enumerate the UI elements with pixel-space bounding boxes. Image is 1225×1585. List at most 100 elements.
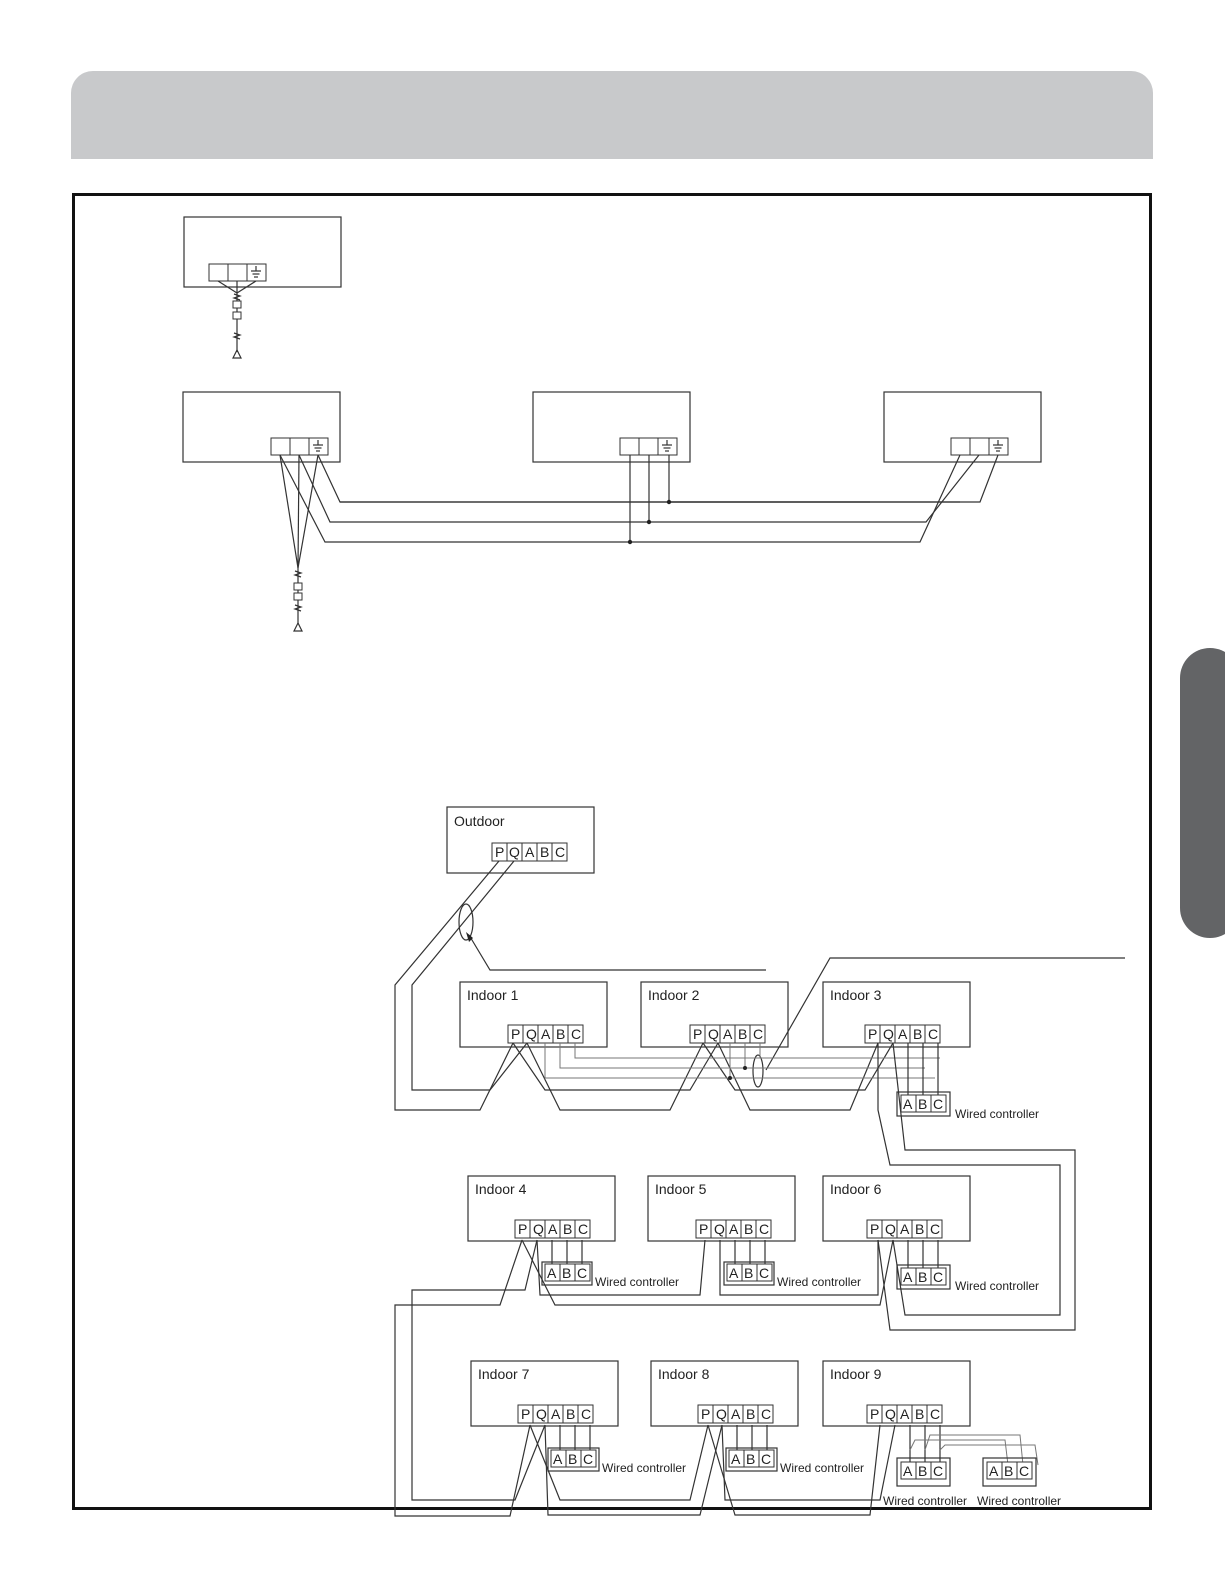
svg-text:B: B [746, 1451, 755, 1467]
terminal-label: Q [714, 1221, 725, 1237]
outdoor-terminal-block: P Q A B C [491, 842, 568, 862]
terminal-label: B [746, 1406, 755, 1422]
terminal-label: A [900, 1406, 910, 1422]
terminal-label: C [761, 1406, 771, 1422]
indoor-box [467, 1175, 616, 1242]
terminal-cell [755, 1219, 772, 1239]
svg-text:C: C [1019, 1463, 1029, 1479]
svg-text:C: C [577, 1265, 587, 1281]
indoor-label: Indoor 6 [830, 1181, 882, 1197]
shielded-wire-marker [752, 1054, 764, 1088]
terminal-label: Q [708, 1026, 719, 1042]
terminal-cell [577, 1404, 594, 1424]
terminal-label: P [870, 1221, 879, 1237]
svg-text:A: A [903, 1269, 913, 1285]
svg-text:C: C [761, 1451, 771, 1467]
shielded-wire-marker [458, 903, 474, 941]
controller-indoor-9-b: A B C Wired controller [977, 1457, 1061, 1508]
ground-icon [993, 440, 1003, 452]
svg-text:B: B [918, 1096, 927, 1112]
power-unit-c [883, 391, 1042, 463]
wired-controller-label: Wired controller [955, 1107, 1039, 1121]
wired-controller-label: Wired controller [780, 1461, 864, 1475]
ground-icon [313, 440, 323, 452]
power-bus-wires [279, 454, 999, 632]
svg-text:B: B [918, 1269, 927, 1285]
terminal-label: C [759, 1221, 769, 1237]
terminal-label: P [521, 1406, 530, 1422]
controller-indoor-4: A B C Wired controller [541, 1240, 679, 1289]
controller-indoor-9-a: A B C Wired controller [883, 1425, 1039, 1508]
terminal-label: C [581, 1406, 591, 1422]
svg-text:C: C [933, 1096, 943, 1112]
terminal-label: C [930, 1406, 940, 1422]
terminal-label: Q [716, 1406, 727, 1422]
indoor-box [822, 1175, 971, 1242]
svg-text:B: B [540, 844, 549, 860]
terminal-label: B [915, 1406, 924, 1422]
terminal-cell [926, 1404, 943, 1424]
diagram-frame [72, 193, 1152, 1510]
ground-icon [251, 266, 261, 278]
indoor-label: Indoor 8 [658, 1366, 710, 1382]
svg-text:C: C [759, 1265, 769, 1281]
terminal-label: Q [885, 1221, 896, 1237]
terminal-label: B [913, 1026, 922, 1042]
terminal-label: B [744, 1221, 753, 1237]
terminal-cell [924, 1024, 941, 1044]
terminal-label: Q [885, 1406, 896, 1422]
wired-controller-label: Wired controller [977, 1494, 1061, 1508]
terminal-label: C [753, 1026, 763, 1042]
terminal-label: A [723, 1026, 733, 1042]
power-unit-a [182, 391, 341, 463]
terminal-label: P [868, 1026, 877, 1042]
terminal-cell [926, 1219, 943, 1239]
svg-text:C: C [555, 844, 565, 860]
svg-text:P: P [495, 844, 504, 860]
indoor-box [650, 1360, 799, 1427]
ground-icon [662, 440, 672, 452]
wired-controller-label: Wired controller [595, 1275, 679, 1289]
controller-indoor-7: A B C Wired controller [547, 1425, 686, 1475]
terminal-label: P [511, 1026, 520, 1042]
indoor-label: Indoor 3 [830, 987, 882, 1003]
terminal-cell [749, 1024, 766, 1044]
controller-indoor-3: A B C Wired controller [896, 1043, 1039, 1121]
svg-text:B: B [918, 1463, 927, 1479]
svg-text:B: B [744, 1265, 753, 1281]
controller-indoor-8: A B C Wired controller [725, 1425, 864, 1475]
terminal-label: C [571, 1026, 581, 1042]
terminal-label: P [699, 1221, 708, 1237]
svg-text:A: A [989, 1463, 999, 1479]
controller-indoor-5: A B C Wired controller [723, 1240, 861, 1289]
terminal-label: Q [533, 1221, 544, 1237]
indoor-box [647, 1175, 796, 1242]
terminal-label: B [556, 1026, 565, 1042]
svg-text:C: C [933, 1463, 943, 1479]
indoor-label: Indoor 2 [648, 987, 700, 1003]
svg-text:A: A [525, 844, 535, 860]
power-unit-single [183, 216, 342, 359]
svg-text:B: B [568, 1451, 577, 1467]
terminal-cell [757, 1404, 774, 1424]
svg-text:A: A [903, 1463, 913, 1479]
terminal-label: A [898, 1026, 908, 1042]
header-band [71, 71, 1153, 159]
terminal-label: Q [536, 1406, 547, 1422]
terminal-label: B [915, 1221, 924, 1237]
terminal-label: B [563, 1221, 572, 1237]
wired-controller-label: Wired controller [955, 1279, 1039, 1293]
svg-text:A: A [731, 1451, 741, 1467]
terminal-label: P [693, 1026, 702, 1042]
indoor-box [822, 981, 971, 1048]
terminal-label: A [729, 1221, 739, 1237]
terminal-label: A [551, 1406, 561, 1422]
